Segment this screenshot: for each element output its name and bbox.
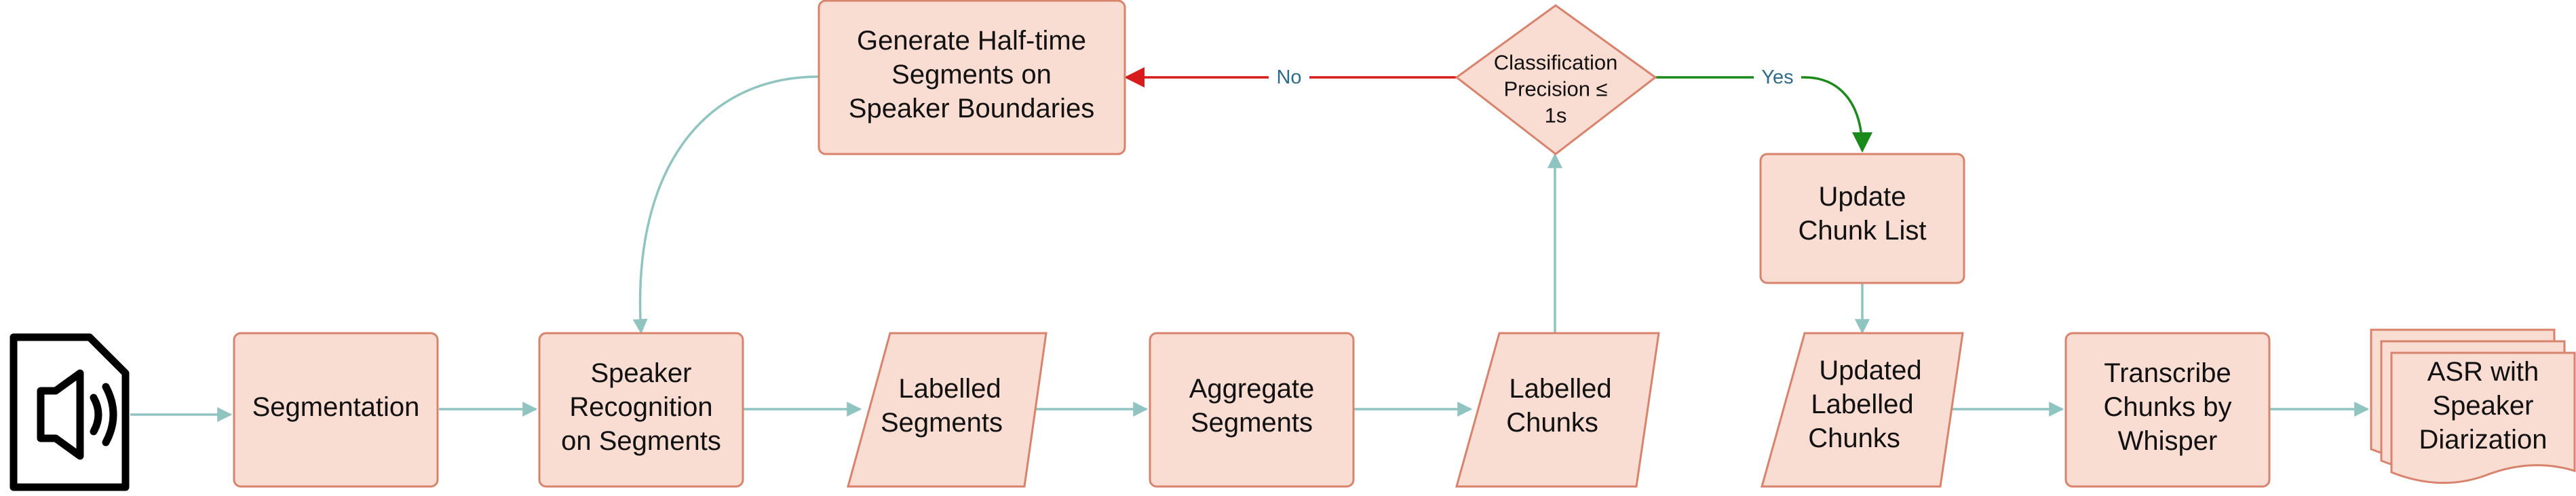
edge-yes-to-update xyxy=(1655,76,1872,153)
node-transcribe-chunks xyxy=(2064,332,2271,488)
asr-label-2: Speaker xyxy=(2433,391,2534,421)
nodes xyxy=(233,0,2576,488)
classification-label-3: 1s xyxy=(1545,104,1567,128)
node-speaker-recognition xyxy=(538,332,744,488)
transcribe-label-1: Transcribe xyxy=(2104,358,2231,388)
edge-label-yes: Yes xyxy=(1761,66,1793,88)
node-labels: Segmentation Speaker Recognition on Segm… xyxy=(252,26,2548,456)
update-chunk-list-label-1: Update xyxy=(1819,182,1906,212)
labelled-segments-label-2: Segments xyxy=(881,408,1003,438)
no-label-bg xyxy=(1269,64,1309,91)
asr-label-1: ASR with xyxy=(2427,357,2539,387)
yes-label-bg xyxy=(1754,64,1801,91)
node-labelled-segments xyxy=(847,332,1047,488)
segmentation-label: Segmentation xyxy=(252,392,420,422)
node-updated-labelled-chunks xyxy=(1761,332,1964,488)
labelled-chunks-label-2: Chunks xyxy=(1506,408,1598,438)
classification-label-2: Precision ≤ xyxy=(1503,77,1607,101)
aggregate-segments-label-1: Aggregate xyxy=(1189,374,1315,404)
speaker-recognition-label-1: Speaker xyxy=(591,358,692,388)
update-chunk-list-label-2: Chunk List xyxy=(1799,216,1927,246)
node-labelled-chunks xyxy=(1455,332,1660,488)
labelled-chunks-label-1: Labelled xyxy=(1509,374,1611,404)
generate-label-1: Generate Half-time xyxy=(857,26,1086,56)
updated-chunks-label-1: Updated xyxy=(1819,356,1921,385)
generate-label-3: Speaker Boundaries xyxy=(849,94,1094,123)
speaker-recognition-label-3: on Segments xyxy=(561,426,721,456)
classification-label-1: Classification xyxy=(1494,51,1618,75)
edge-generate-to-speaker-recognition xyxy=(632,75,820,335)
audio-file-icon xyxy=(9,333,130,491)
asr-label-3: Diarization xyxy=(2419,425,2548,455)
aggregate-segments-label-2: Segments xyxy=(1191,408,1313,438)
generate-label-2: Segments on xyxy=(891,60,1052,90)
updated-chunks-label-3: Chunks xyxy=(1808,423,1900,453)
node-generate-half-time xyxy=(818,0,1126,155)
transcribe-label-3: Whisper xyxy=(2118,426,2218,456)
node-update-chunk-list xyxy=(1759,153,1965,284)
node-classification-precision xyxy=(1455,4,1657,155)
updated-chunks-label-2: Labelled xyxy=(1811,389,1913,419)
edge-label-no: No xyxy=(1276,66,1301,88)
node-aggregate-segments xyxy=(1149,332,1355,488)
transcribe-label-2: Chunks by xyxy=(2104,392,2232,422)
labelled-segments-label-1: Labelled xyxy=(898,374,1001,404)
node-segmentation xyxy=(233,332,439,488)
node-asr-output xyxy=(2370,328,2576,484)
speaker-recognition-label-2: Recognition xyxy=(569,392,712,422)
